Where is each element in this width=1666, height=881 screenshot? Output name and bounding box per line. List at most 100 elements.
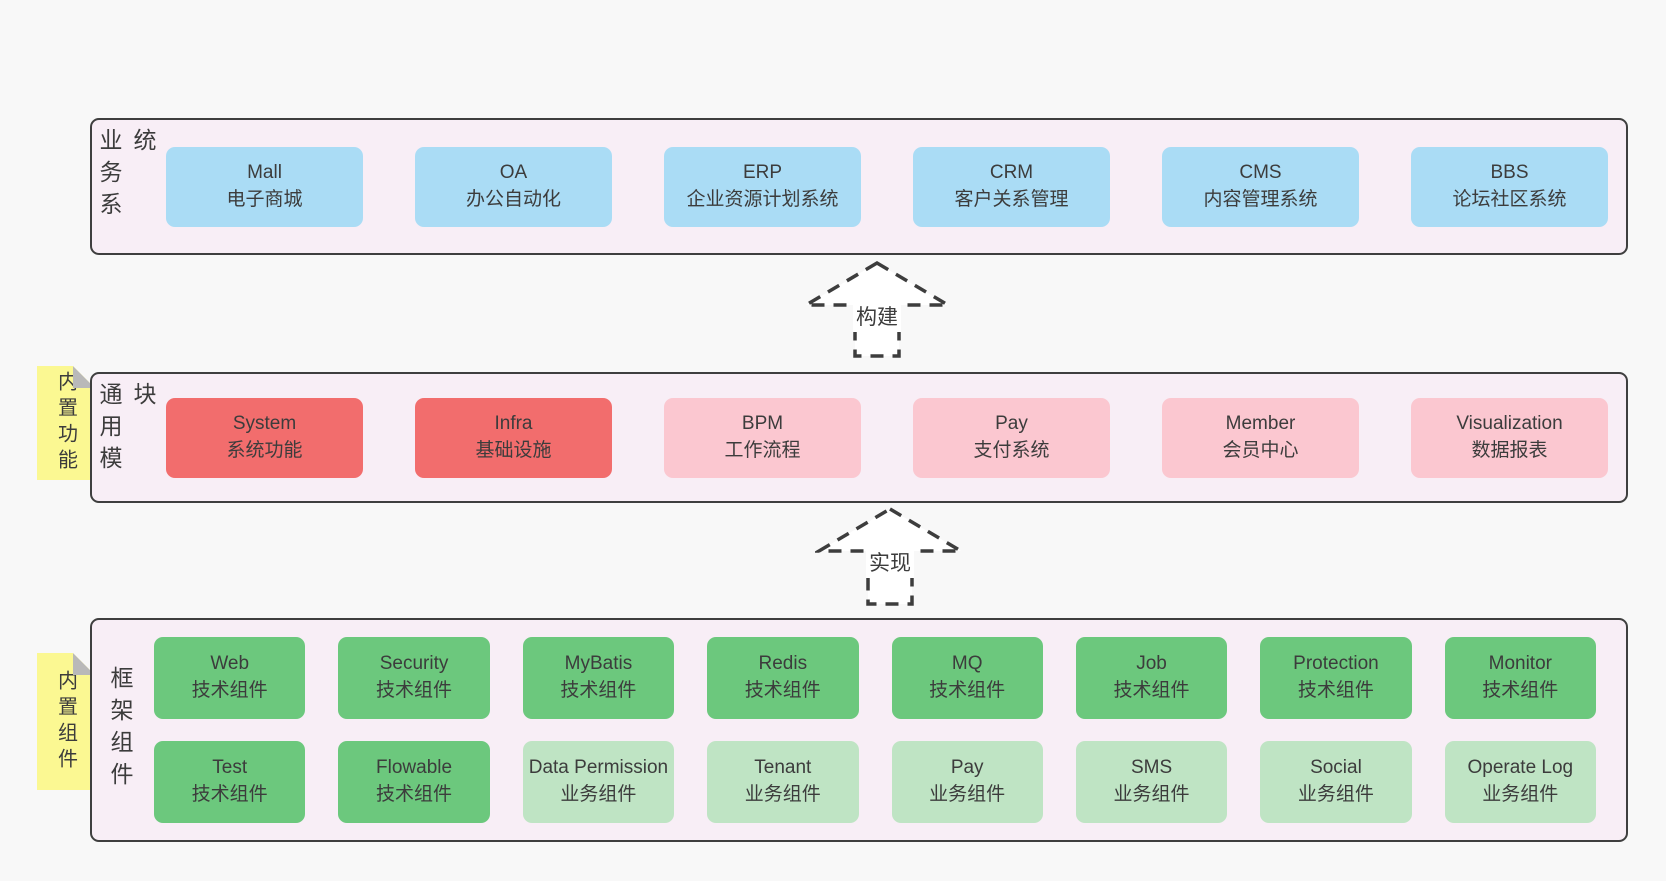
module-name: Infra — [494, 412, 533, 434]
module-box-protection: Protection 技术组件 — [1260, 637, 1412, 719]
module-name: ERP — [742, 161, 783, 183]
module-box-sms: SMS 业务组件 — [1075, 741, 1228, 823]
module-box-erp: ERP 企业资源计划系统 — [664, 146, 861, 227]
module-desc: 基础设施 — [475, 439, 552, 461]
module-name: Redis — [758, 653, 808, 675]
band-label: 框架组件 — [107, 666, 133, 794]
build-arrow-icon: 构建 — [802, 260, 952, 360]
module-box-pay: Pay 业务组件 — [891, 741, 1043, 823]
implement-arrow-icon: 实现 — [815, 506, 965, 608]
module-desc: 办公自动化 — [465, 188, 561, 210]
module-name: Web — [210, 653, 250, 675]
module-name: MyBatis — [564, 653, 633, 675]
module-box-visualization: Visualization 数据报表 — [1411, 397, 1608, 478]
module-name: Data Permission — [528, 757, 669, 779]
module-name: Pay — [950, 757, 984, 779]
arrow-label: 实现 — [866, 546, 914, 578]
band-boxes-row: System 系统功能 Infra 基础设施 BPM 工作流程 Pay 支付系统 Member 会… — [160, 374, 1626, 501]
module-desc: 业务组件 — [744, 784, 821, 805]
module-box-monitor: Monitor 技术组件 — [1444, 637, 1596, 719]
module-box-pay: Pay 支付系统 — [913, 397, 1110, 478]
module-desc: 业务组件 — [560, 784, 637, 805]
module-name: BPM — [741, 412, 784, 434]
module-desc: 客户关系管理 — [954, 188, 1069, 210]
module-desc: 业务组件 — [1297, 784, 1374, 805]
module-box-bpm: BPM 工作流程 — [664, 397, 861, 478]
module-box-mybatis: MyBatis 技术组件 — [522, 637, 675, 719]
module-desc: 工作流程 — [724, 439, 801, 461]
module-desc: 电子商城 — [226, 188, 303, 210]
sticky-note-built-in-components: 内置组件 — [37, 653, 95, 790]
module-box-web: Web 技术组件 — [154, 637, 306, 719]
band-common-modules: 通用模块 System 系统功能 Infra 基础设施 BPM 工作流程 Pay 支付系统 Me… — [90, 372, 1628, 503]
module-desc: 数据报表 — [1471, 439, 1548, 461]
band-business-systems: 业务系统 Mall 电子商城 OA 办公自动化 ERP 企业资源计划系统 CRM 客户关系管理… — [90, 118, 1628, 255]
module-desc: 技术组件 — [1482, 680, 1559, 701]
arrow-label: 构建 — [853, 300, 901, 332]
module-name: SMS — [1130, 757, 1173, 779]
module-desc: 支付系统 — [973, 439, 1050, 461]
module-box-bbs: BBS 论坛社区系统 — [1411, 146, 1608, 227]
module-box-infra: Infra 基础设施 — [415, 397, 612, 478]
module-box-flowable: Flowable 技术组件 — [338, 741, 490, 823]
module-desc: 系统功能 — [226, 439, 303, 461]
module-desc: 技术组件 — [376, 680, 453, 701]
module-name: Monitor — [1488, 653, 1552, 675]
module-name: Social — [1310, 757, 1362, 779]
module-box-cms: CMS 内容管理系统 — [1162, 146, 1359, 227]
module-desc: 技术组件 — [560, 680, 637, 701]
module-name: Visualization — [1456, 412, 1563, 434]
module-name: Test — [212, 757, 248, 779]
module-name: System — [232, 412, 297, 434]
module-desc: 技术组件 — [929, 680, 1006, 701]
module-box-crm: CRM 客户关系管理 — [913, 146, 1110, 227]
module-desc: 论坛社区系统 — [1452, 188, 1567, 210]
module-desc: 业务组件 — [929, 784, 1006, 805]
module-name: Operate Log — [1467, 757, 1574, 779]
module-name: Tenant — [754, 757, 812, 779]
module-name: MQ — [951, 653, 983, 675]
module-desc: 业务组件 — [1113, 784, 1190, 805]
module-box-security: Security 技术组件 — [338, 637, 490, 719]
module-name: Job — [1136, 653, 1167, 675]
module-box-data-permission: Data Permission 业务组件 — [522, 741, 675, 823]
module-box-operate-log: Operate Log 业务组件 — [1444, 741, 1596, 823]
module-box-oa: OA 办公自动化 — [415, 146, 612, 227]
module-desc: 技术组件 — [744, 680, 821, 701]
module-name: CMS — [1239, 161, 1282, 183]
module-desc: 技术组件 — [1297, 680, 1374, 701]
sticky-note-label: 内置功能 — [54, 371, 77, 475]
module-box-job: Job 技术组件 — [1075, 637, 1228, 719]
module-desc: 内容管理系统 — [1203, 188, 1318, 210]
module-box-tenant: Tenant 业务组件 — [707, 741, 859, 823]
module-desc: 技术组件 — [191, 784, 268, 805]
module-box-mall: Mall 电子商城 — [166, 146, 363, 227]
module-desc: 技术组件 — [1113, 680, 1190, 701]
module-box-test: Test 技术组件 — [154, 741, 306, 823]
module-desc: 技术组件 — [191, 680, 268, 701]
module-box-mq: MQ 技术组件 — [891, 637, 1043, 719]
module-name: Protection — [1293, 653, 1379, 675]
module-box-member: Member 会员中心 — [1162, 397, 1359, 478]
module-name: CRM — [989, 161, 1034, 183]
module-name: OA — [499, 161, 528, 183]
band-label: 业务系统 — [96, 128, 156, 224]
module-name: Member — [1225, 412, 1296, 434]
module-desc: 业务组件 — [1482, 784, 1559, 805]
module-name: Flowable — [376, 757, 453, 779]
module-box-system: System 系统功能 — [166, 397, 363, 478]
band-label: 通用模块 — [96, 382, 156, 478]
sticky-note-label: 内置组件 — [54, 669, 77, 774]
module-name: Pay — [995, 412, 1028, 434]
module-name: BBS — [1490, 161, 1529, 183]
module-name: Security — [379, 653, 449, 675]
module-box-redis: Redis 技术组件 — [707, 637, 859, 719]
module-desc: 技术组件 — [376, 784, 453, 805]
sticky-note-built-in-features: 内置功能 — [37, 366, 95, 480]
module-desc: 企业资源计划系统 — [686, 188, 839, 210]
band-boxes-row: Mall 电子商城 OA 办公自动化 ERP 企业资源计划系统 CRM 客户关系管理 CMS 内容… — [160, 120, 1626, 253]
module-desc: 会员中心 — [1222, 439, 1299, 461]
module-name: Mall — [247, 161, 282, 183]
